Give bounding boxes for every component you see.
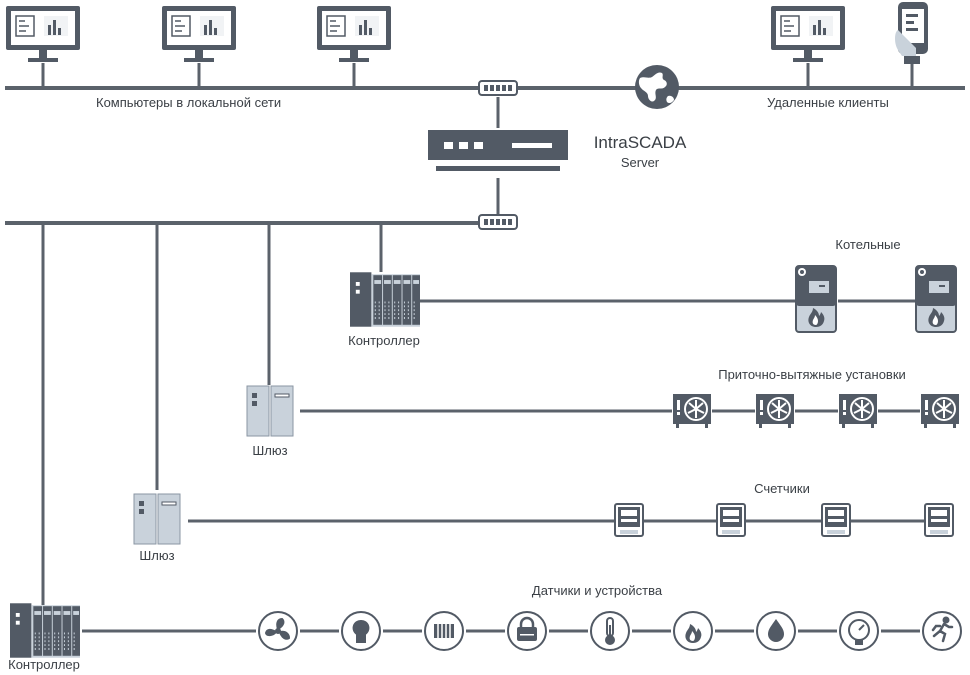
controller-label: Контроллер: [348, 333, 420, 348]
remote-client-monitor-icon: [770, 5, 846, 63]
server-subtitle: Server: [620, 155, 660, 170]
ventilation-unit-icon: [838, 393, 878, 429]
fan-icon: [258, 611, 298, 651]
lan-computers-label: Компьютеры в локальной сети: [96, 95, 282, 110]
ventilation-label: Приточно-вытяжные установки: [718, 367, 906, 382]
gateway-label: Шлюз: [139, 548, 175, 563]
radiator-icon: [424, 611, 464, 651]
gateway-icon: [133, 493, 181, 545]
boiler-icon: [795, 265, 837, 333]
lan-computer-monitor-icon: [5, 5, 81, 63]
lan-computer-monitor-icon: [161, 5, 237, 63]
boilers-label: Котельные: [835, 237, 901, 252]
meter-icon: [924, 503, 954, 537]
connection-lines: [5, 63, 965, 633]
meter-icon: [821, 503, 851, 537]
network-switch-icon: [478, 80, 518, 96]
ventilation-unit-icon: [672, 393, 712, 429]
thermometer-icon: [590, 611, 630, 651]
boiler-icon: [915, 265, 957, 333]
remote-clients-label: Удаленные клиенты: [767, 95, 889, 110]
meter-icon: [716, 503, 746, 537]
running-person-icon: [922, 611, 962, 651]
lan-computer-monitor-icon: [316, 5, 392, 63]
controller-plc-icon: [10, 603, 80, 658]
meter-icon: [614, 503, 644, 537]
gateway-label: Шлюз: [252, 443, 288, 458]
sensor-devices: [258, 611, 962, 651]
water-drop-icon: [756, 611, 796, 651]
meters-label: Счетчики: [754, 481, 810, 496]
flame-icon: [673, 611, 713, 651]
gateway-icon: [246, 385, 294, 437]
ventilation-unit-icon: [920, 393, 960, 429]
globe-icon: [635, 65, 679, 109]
server-title: IntraSCADA: [593, 133, 687, 152]
network-switch-icon: [478, 214, 518, 230]
smartphone-icon: [895, 2, 928, 64]
controller-label: Контроллер: [8, 657, 80, 672]
sensors-label: Датчики и устройства: [531, 583, 663, 598]
lightbulb-icon: [341, 611, 381, 651]
ventilation-unit-icon: [755, 393, 795, 429]
controller-plc-icon: [350, 272, 420, 327]
pressure-gauge-icon: [839, 611, 879, 651]
lock-icon: [507, 611, 547, 651]
intrascada-server-icon: [428, 130, 568, 171]
